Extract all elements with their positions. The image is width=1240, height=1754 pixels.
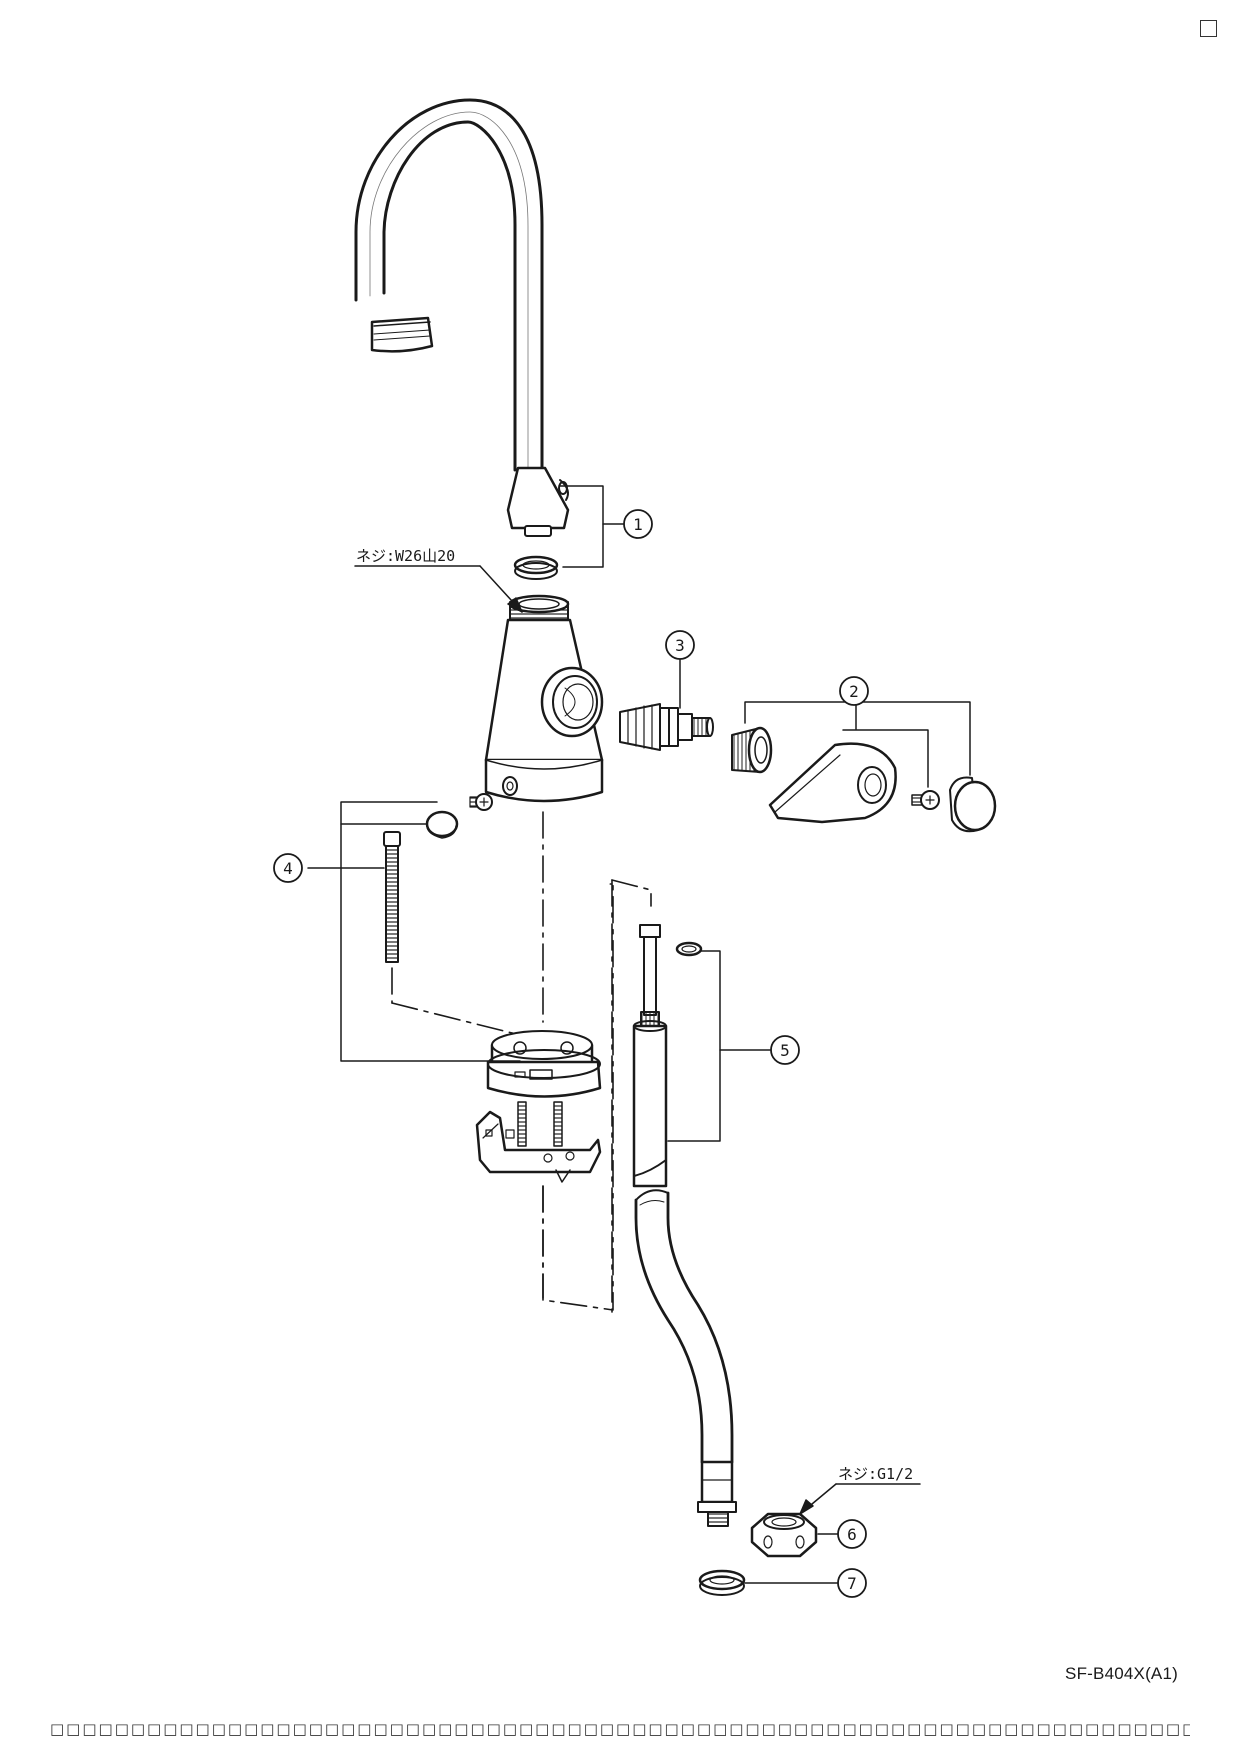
set-screw [469, 793, 493, 811]
handle-cap [949, 776, 997, 833]
bottom-washer [698, 1569, 746, 1596]
mounting-base [486, 1030, 602, 1098]
center-lines [391, 811, 652, 1313]
handle-adapter [731, 726, 773, 774]
footer-text: □□□□□□□□□□□□□□□□□□□□□□□□□□□□□□□□□□□□□□□□… [50, 1720, 1190, 1742]
callout-2-number: 2 [849, 682, 859, 701]
thread-label-connector: ネジ:G1/2 [838, 1465, 913, 1483]
thread-label-body: ネジ:W26山20 [356, 547, 455, 565]
spout-base-nut [506, 466, 570, 537]
o-ring [675, 941, 703, 957]
callout-7-number: 7 [847, 1574, 857, 1593]
callout-1-number: 1 [633, 515, 643, 534]
callout-5-number: 5 [780, 1041, 790, 1060]
base-clamp [475, 1110, 602, 1183]
callout-4-leader [307, 801, 521, 1062]
callout-markers [273, 509, 869, 1598]
hose-end-fitting [697, 1460, 737, 1527]
valve-body [484, 594, 604, 803]
hex-nut [750, 1512, 818, 1558]
model-label: SF-B404X(A1) [1065, 1664, 1178, 1683]
base-rods [517, 1101, 563, 1147]
body-cap [425, 810, 459, 839]
spout-pipe [354, 98, 544, 472]
aerator-tip [370, 316, 434, 353]
valve-cartridge [619, 703, 714, 751]
callout-1-leader [559, 485, 625, 568]
thread-annotation-connector [799, 1483, 921, 1515]
thread-annotation-body [354, 565, 523, 613]
mounting-bolt [383, 831, 401, 963]
handle-screw [911, 790, 940, 810]
footer-segment-1: □□□□□□□□□□□□□□□□□□□□□□□□□□□□□□□□□□□□□□□□… [50, 1720, 1190, 1738]
corner-checkbox [1200, 20, 1217, 37]
callout-6-number: 6 [847, 1525, 857, 1544]
shaft-tube [632, 924, 668, 1188]
callout-5-leader [667, 950, 771, 1142]
callout-3-number: 3 [675, 636, 685, 655]
spout-washer [513, 555, 559, 580]
flexible-hose [634, 1189, 734, 1464]
lever-handle [768, 742, 897, 824]
callout-4-number: 4 [283, 859, 293, 878]
